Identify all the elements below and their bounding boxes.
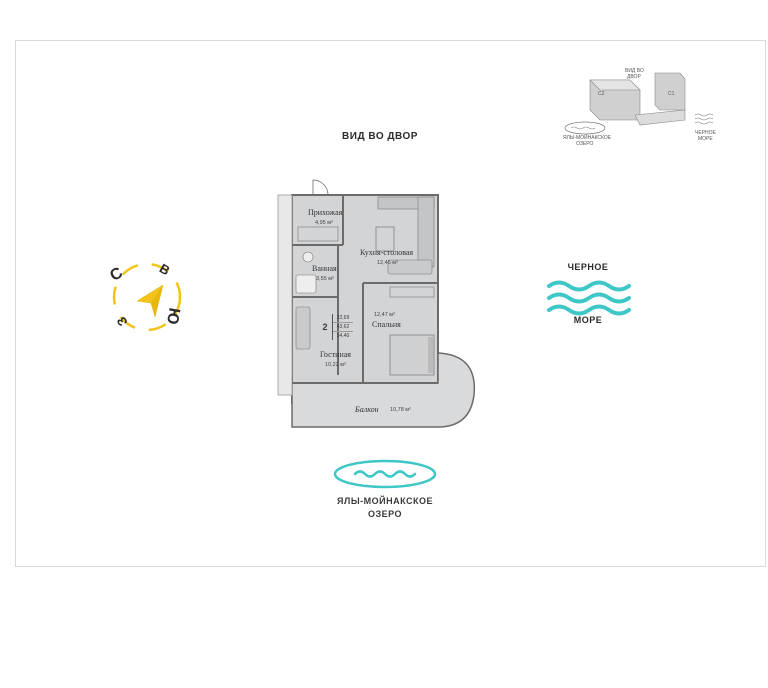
sea-label-bottom: МОРЕ xyxy=(573,315,603,325)
room-living-name: Гостиная xyxy=(320,350,351,359)
room-balcony-area: 10,78 м² xyxy=(390,407,411,413)
mini-yard-label-2: ДВОР xyxy=(627,74,641,80)
room-kitchen-name: Кухня-столовая xyxy=(360,248,414,257)
compass-south: Ю xyxy=(162,306,183,326)
page-frame xyxy=(15,40,766,567)
lake-icon xyxy=(333,459,437,489)
sea-label-top: ЧЕРНОЕ xyxy=(567,262,609,272)
room-living-area: 10,22 м² xyxy=(325,362,346,368)
room-bedroom-area: 12,47 м² xyxy=(374,312,395,318)
mini-map-drawing xyxy=(564,72,714,135)
room-bath-name: Ванная xyxy=(312,264,337,273)
flat-info-box: 2 22,69 43,62 54,40 xyxy=(318,314,353,340)
room-bath-area: 3,55 м² xyxy=(316,276,334,282)
sea-waves-icon xyxy=(547,280,631,316)
room-kitchen-area: 12,45 м² xyxy=(377,260,398,266)
mini-sea-label-1: ЧЕРНОЕ xyxy=(695,130,716,136)
flat-area-with-balcony: 54,40 xyxy=(336,333,350,339)
mini-sea-label-2: МОРЕ xyxy=(698,136,713,142)
flat-area-total: 43,62 xyxy=(333,323,353,332)
floor-plan-drawing xyxy=(277,179,476,428)
lake-label-1: ЯЛЫ-МОЙНАКСКОЕ xyxy=(337,496,433,506)
room-hall-area: 4,95 м² xyxy=(315,220,333,226)
mini-lake-label-1: ЯЛЫ-МОЙНАКСКОЕ xyxy=(563,135,612,141)
mini-yard-label-1: ВИД ВО xyxy=(625,68,644,74)
view-to-yard-label: ВИД ВО ДВОР xyxy=(342,131,418,142)
room-bedroom-name: Спальня xyxy=(372,320,401,329)
mini-lake-label-2: ОЗЕРО xyxy=(576,141,594,147)
flat-room-count: 2 xyxy=(322,322,328,332)
mini-c2-label: С2 xyxy=(598,91,605,97)
compass-ring xyxy=(112,262,182,332)
flat-areas: 22,69 43,62 54,40 xyxy=(332,314,353,340)
mini-c1-label: С1 xyxy=(668,91,675,97)
lake-label-2: ОЗЕРО xyxy=(367,509,403,519)
compass-arrow-icon xyxy=(136,284,164,318)
room-hall-name: Прихожая xyxy=(308,208,343,217)
flat-area-living: 22,69 xyxy=(333,314,353,323)
room-balcony-name: Балкон xyxy=(355,405,379,414)
